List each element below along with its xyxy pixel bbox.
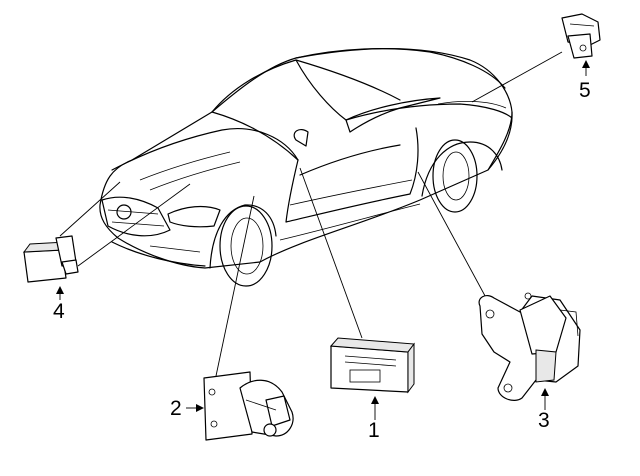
callout-1-arrowhead xyxy=(371,396,379,404)
callout-5-label: 5 xyxy=(579,79,591,102)
sensor-part-5 xyxy=(561,13,601,59)
bracket-sensor-part xyxy=(478,292,581,401)
callout-4-arrowhead xyxy=(56,286,64,294)
callout-2-arrowhead xyxy=(196,404,204,412)
leader-lines xyxy=(59,51,563,377)
callout-4-label: 4 xyxy=(53,300,65,323)
level-sensor-part xyxy=(203,371,294,441)
vehicle-illustration xyxy=(99,47,513,287)
callout-3-label: 3 xyxy=(538,409,550,432)
callout-2-label: 2 xyxy=(170,397,182,420)
control-module-part xyxy=(329,337,415,394)
callout-1-label: 1 xyxy=(368,419,380,442)
sensor-part-4 xyxy=(22,235,79,283)
callout-3-arrowhead xyxy=(541,388,549,396)
callout-5-arrowhead xyxy=(582,60,590,68)
